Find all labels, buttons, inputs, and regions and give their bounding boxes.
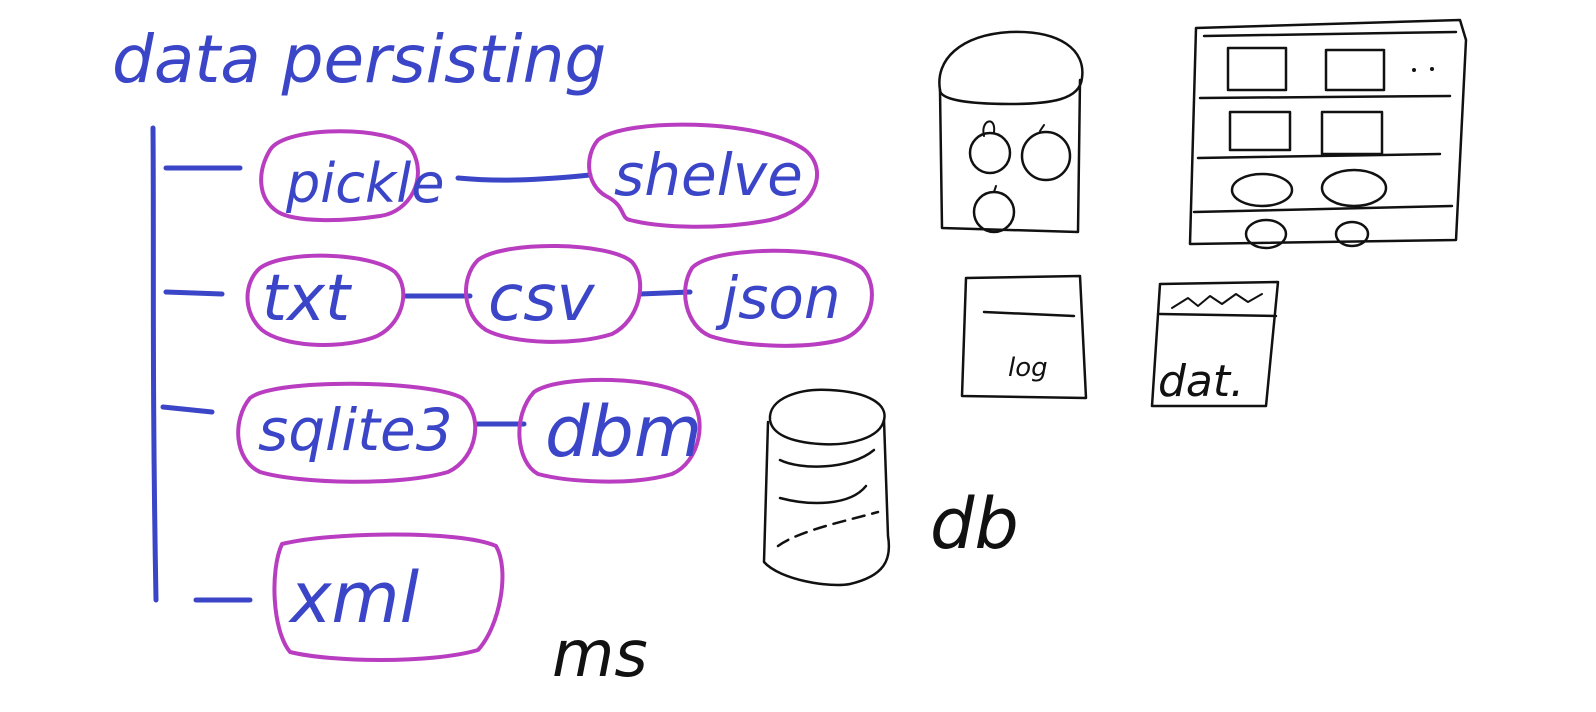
outline-pickle bbox=[259, 129, 420, 223]
log-file-sketch: log bbox=[960, 274, 1088, 400]
outline-dbm bbox=[517, 377, 702, 484]
link-csv-json bbox=[637, 289, 693, 297]
outline-shelve bbox=[587, 122, 819, 229]
node-txt: txt bbox=[262, 262, 353, 336]
node-pickle: pickle bbox=[285, 152, 444, 215]
ms-label: ms bbox=[552, 618, 648, 692]
node-sqlite3: sqlite3 bbox=[258, 396, 453, 464]
outline-txt bbox=[245, 253, 406, 347]
outline-xml bbox=[272, 532, 505, 662]
node-json: json bbox=[715, 264, 841, 332]
database-sketch: db bbox=[762, 388, 1019, 587]
shelf-sketch bbox=[1188, 18, 1468, 250]
outline-sqlite3 bbox=[236, 381, 478, 484]
link-pickle-shelve bbox=[455, 172, 593, 183]
node-labels: pickle shelve txt csv json sqlite3 dbm x… bbox=[258, 141, 841, 639]
node-csv: csv bbox=[488, 262, 596, 336]
log-label: log bbox=[1008, 353, 1048, 383]
branch-sqlite3 bbox=[160, 404, 215, 415]
node-outlines bbox=[236, 122, 874, 662]
diagram-title: data persisting bbox=[112, 21, 606, 98]
outline-json bbox=[683, 248, 874, 348]
outline-csv bbox=[464, 243, 643, 344]
jar-sketch bbox=[938, 30, 1084, 234]
node-shelve: shelve bbox=[614, 141, 803, 209]
db-label: db bbox=[930, 483, 1019, 565]
node-dbm: dbm bbox=[545, 391, 702, 473]
node-xml: xml bbox=[288, 557, 420, 639]
tree-connectors bbox=[150, 125, 693, 603]
branch-txt bbox=[163, 289, 225, 297]
dat-file-sketch: dat. bbox=[1150, 280, 1280, 408]
dat-label: dat. bbox=[1158, 356, 1244, 407]
tree-trunk bbox=[150, 125, 159, 603]
